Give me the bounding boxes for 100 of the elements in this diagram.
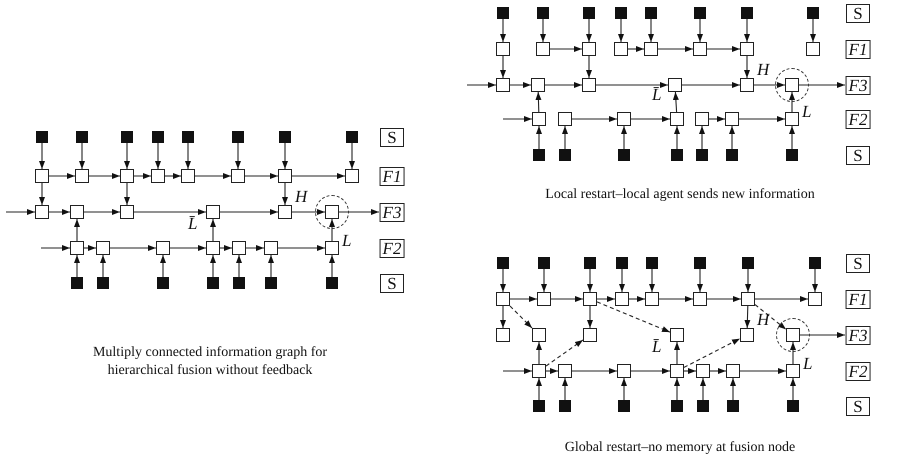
- source-node: [537, 7, 549, 19]
- fusion-node: [278, 169, 292, 183]
- fusion-node: [532, 328, 546, 342]
- fusion-node: [617, 364, 631, 378]
- source-node: [646, 257, 658, 269]
- arrow: [510, 306, 532, 328]
- fusion-node: [532, 364, 546, 378]
- fusion-node: [35, 169, 49, 183]
- node-label: L: [802, 103, 812, 120]
- arrow: [39, 143, 45, 169]
- fusion-node: [583, 328, 597, 342]
- arrow: [586, 19, 592, 42]
- source-node: [36, 131, 48, 143]
- arrow: [754, 304, 786, 330]
- source-node: [346, 131, 358, 143]
- source-node: [584, 257, 596, 269]
- arrow: [541, 269, 547, 292]
- fusion-node: [670, 328, 684, 342]
- source-node: [726, 149, 738, 161]
- arrow: [155, 143, 161, 169]
- arrow: [500, 56, 506, 78]
- source-node: [279, 131, 291, 143]
- arrow: [659, 296, 693, 302]
- source-node: [233, 277, 245, 289]
- arrow: [790, 342, 796, 364]
- source-node: [787, 400, 799, 412]
- source-node: [694, 257, 706, 269]
- source-node: [697, 400, 709, 412]
- arrow: [729, 126, 735, 149]
- row-label: S: [846, 396, 870, 416]
- arrow: [536, 378, 542, 400]
- source-node: [76, 131, 88, 143]
- arrow: [621, 126, 627, 149]
- arrow: [195, 173, 231, 179]
- row-label: F1: [846, 40, 870, 58]
- dashed-circle: [775, 68, 809, 102]
- fusion-node: [786, 328, 800, 342]
- fusion-node: [740, 42, 754, 56]
- row-label: S: [380, 128, 404, 146]
- row-label: S: [846, 254, 870, 272]
- arrow: [510, 296, 537, 302]
- arrow: [245, 173, 278, 179]
- source-node: [538, 257, 550, 269]
- fusion-node: [583, 292, 597, 306]
- arrow: [710, 368, 726, 374]
- fusion-node: [537, 292, 551, 306]
- dashed-circle: [776, 318, 810, 352]
- source-node: [152, 131, 164, 143]
- fusion-node: [695, 112, 709, 126]
- arrow: [587, 306, 593, 328]
- arrow: [500, 269, 506, 292]
- arrow: [84, 209, 120, 215]
- source-node: [97, 277, 109, 289]
- arrow: [551, 296, 583, 302]
- arrow: [134, 209, 206, 215]
- arrow: [503, 368, 532, 374]
- row-label: S: [846, 146, 870, 164]
- fusion-node: [264, 241, 278, 255]
- node-label: L̄: [188, 215, 198, 232]
- fusion-node: [70, 241, 84, 255]
- fusion-node: [558, 364, 572, 378]
- arrow: [674, 342, 680, 364]
- arrow: [79, 143, 85, 169]
- arrow: [707, 46, 740, 52]
- arrow: [562, 126, 568, 149]
- fusion-node: [496, 328, 510, 342]
- caption: Multiply connected information graph for hierarchical fusion without feedback: [92, 344, 328, 380]
- arrow: [754, 82, 785, 88]
- fusion-node: [614, 42, 628, 56]
- source-node: [326, 277, 338, 289]
- fusion-node: [496, 78, 510, 92]
- arrow: [546, 368, 558, 374]
- arrow: [740, 368, 786, 374]
- node-label: H: [757, 61, 770, 78]
- caption: Local restart–local agent sends new information: [544, 186, 816, 204]
- source-node: [645, 7, 657, 19]
- source-node: [121, 131, 133, 143]
- arrow: [699, 126, 705, 149]
- fusion-node: [206, 205, 220, 219]
- arrow: [684, 338, 740, 368]
- caption: Global restart–no memory at fusion node: [564, 439, 796, 457]
- node-label: H: [757, 311, 770, 328]
- fusion-node: [531, 78, 545, 92]
- arrow: [74, 255, 80, 277]
- arrow: [587, 269, 593, 292]
- source-node: [559, 149, 571, 161]
- arrow: [100, 255, 106, 277]
- arrow: [790, 378, 796, 400]
- arrow: [700, 378, 706, 400]
- dashed-circle: [315, 195, 349, 229]
- source-node: [497, 257, 509, 269]
- arrow: [467, 82, 496, 88]
- row-label: F3: [846, 326, 870, 344]
- fusion-node: [345, 169, 359, 183]
- arrow: [41, 245, 70, 251]
- arrow: [621, 378, 627, 400]
- fusion-node: [668, 78, 682, 92]
- fusion-node: [617, 112, 631, 126]
- row-label: S: [380, 274, 404, 292]
- arrow: [282, 143, 288, 169]
